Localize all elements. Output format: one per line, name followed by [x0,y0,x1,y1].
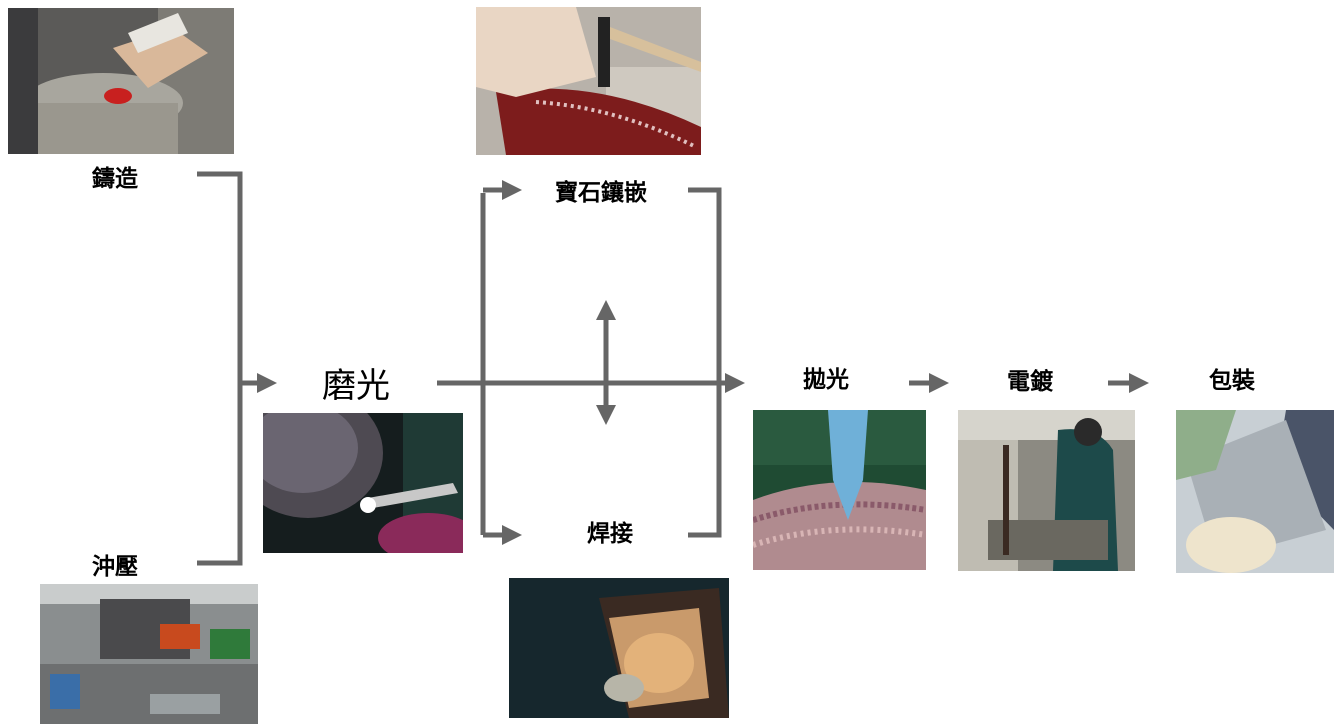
casting-photo [8,8,234,154]
polishing-photo [753,410,926,570]
packaging-photo [1176,410,1334,573]
casting-stamping-bracket [197,171,243,566]
gem-welding-bracket [688,187,722,538]
stamping-photo [40,584,258,724]
gem-setting-photo [476,7,701,155]
welding-photo [509,578,729,718]
step-welding: 焊接 [587,521,633,547]
step-grinding: 磨光 [322,366,390,406]
grinding-photo [263,413,463,553]
step-electroplating: 電鍍 [1007,369,1053,395]
step-polishing: 拋光 [803,367,849,393]
step-casting: 鑄造 [92,166,138,192]
step-gem-setting: 寶石鑲嵌 [555,180,647,206]
step-stamping: 沖壓 [92,554,138,580]
electroplating-photo [958,410,1135,571]
step-packaging: 包裝 [1209,368,1255,394]
